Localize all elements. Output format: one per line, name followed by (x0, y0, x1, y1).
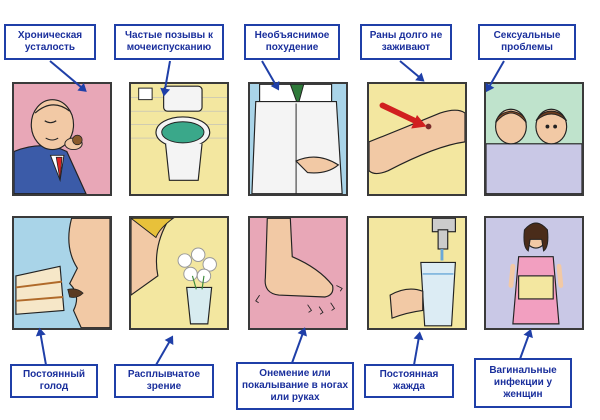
tingling-foot-icon (255, 218, 343, 315)
tired-man-icon (14, 99, 87, 194)
water-glass-icon (389, 218, 457, 327)
cake-eater-icon (15, 218, 110, 328)
panel-wounds (367, 82, 467, 196)
label-sexual: Сексуальные проблемы (478, 24, 576, 60)
toilet-icon (131, 85, 227, 181)
blurry-flowers-icon (131, 218, 217, 325)
pointer-numbness (291, 328, 306, 364)
panel-urination (129, 82, 229, 196)
panel-fatigue (12, 82, 112, 196)
panel-vaginal (484, 216, 584, 330)
label-urination: Частые позывы к мочеиспусканию (114, 24, 224, 60)
panel-thirst (367, 216, 467, 330)
pointer-vaginal (519, 330, 532, 360)
woman-icon (508, 222, 564, 325)
panel-weight-loss (248, 82, 348, 196)
panel-hunger (12, 216, 112, 330)
wounded-arm-icon (369, 102, 465, 175)
label-vaginal: Вагинальные инфекции у женщин (474, 358, 572, 408)
loose-trousers-icon (251, 84, 343, 194)
label-thirst: Постоянная жажда (364, 364, 454, 398)
label-wounds: Раны долго не заживают (360, 24, 452, 60)
panel-sexual (484, 82, 584, 196)
couple-in-bed-icon (486, 108, 582, 194)
pointer-thirst (413, 333, 421, 366)
label-vision: Расплывчатое зрение (114, 364, 214, 398)
panel-numbness (248, 216, 348, 330)
label-numbness: Онемение или покалывание в ногах или рук… (236, 362, 354, 410)
pointer-wounds (399, 60, 424, 82)
label-fatigue: Хроническая усталость (4, 24, 96, 60)
pointer-vision (155, 336, 173, 366)
label-weight-loss: Необъяснимое похудение (244, 24, 340, 60)
label-hunger: Постоянный голод (10, 364, 98, 398)
panel-vision (129, 216, 229, 330)
pointer-hunger (38, 329, 47, 366)
pointer-urination (163, 60, 171, 95)
